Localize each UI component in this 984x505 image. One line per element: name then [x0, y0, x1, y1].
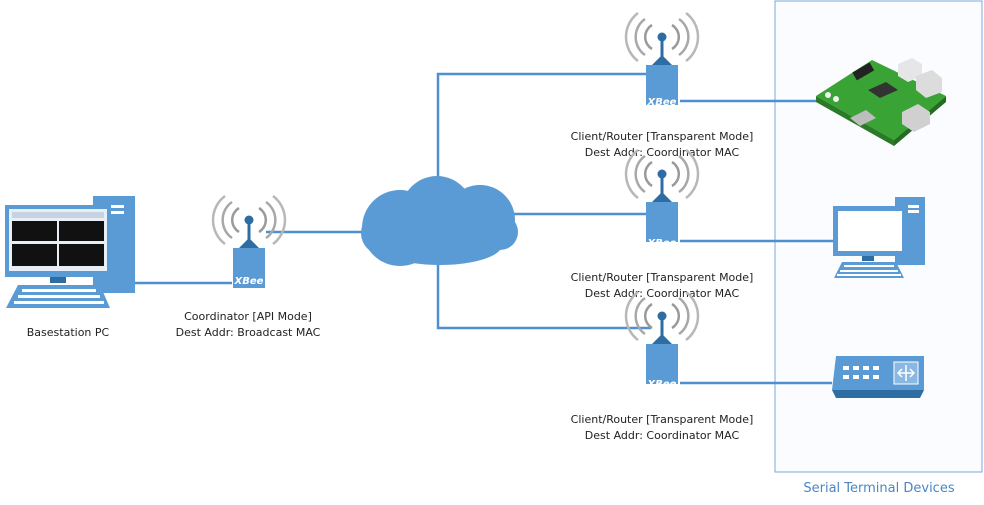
router3-xbee-badge: XBee	[647, 379, 677, 390]
router3-role-label: Client/Router [Transparent Mode]	[571, 413, 754, 426]
basestation-label: Basestation PC	[27, 326, 110, 339]
router3-dest-label: Dest Addr: Coordinator MAC	[585, 429, 740, 442]
raspberry-pi-board-icon	[816, 58, 946, 146]
desktop-pc-icon	[5, 196, 135, 308]
xbee-radio-icon: XBee	[624, 11, 700, 108]
xbee-radio-icon: XBee	[624, 290, 700, 390]
serial-terminal-devices-label: Serial Terminal Devices	[803, 481, 954, 496]
router2-role-label: Client/Router [Transparent Mode]	[571, 271, 754, 284]
coordinator-role-label: Coordinator [API Mode]	[184, 310, 312, 323]
xbee-radio-icon: XBee	[624, 148, 700, 249]
xbee-radio-icon: XBee	[211, 194, 287, 290]
router1-xbee-badge: XBee	[647, 97, 677, 108]
router2-xbee-badge: XBee	[647, 238, 677, 249]
cloud-icon	[361, 176, 518, 266]
router1-dest-label: Dest Addr: Coordinator MAC	[585, 146, 740, 159]
network-switch-icon	[832, 356, 924, 398]
coordinator-xbee-badge: XBee	[234, 276, 264, 287]
monitor-pc-icon	[833, 197, 925, 278]
coordinator-dest-label: Dest Addr: Broadcast MAC	[176, 326, 321, 339]
router1-role-label: Client/Router [Transparent Mode]	[571, 130, 754, 143]
router2-dest-label: Dest Addr: Coordinator MAC	[585, 287, 740, 300]
